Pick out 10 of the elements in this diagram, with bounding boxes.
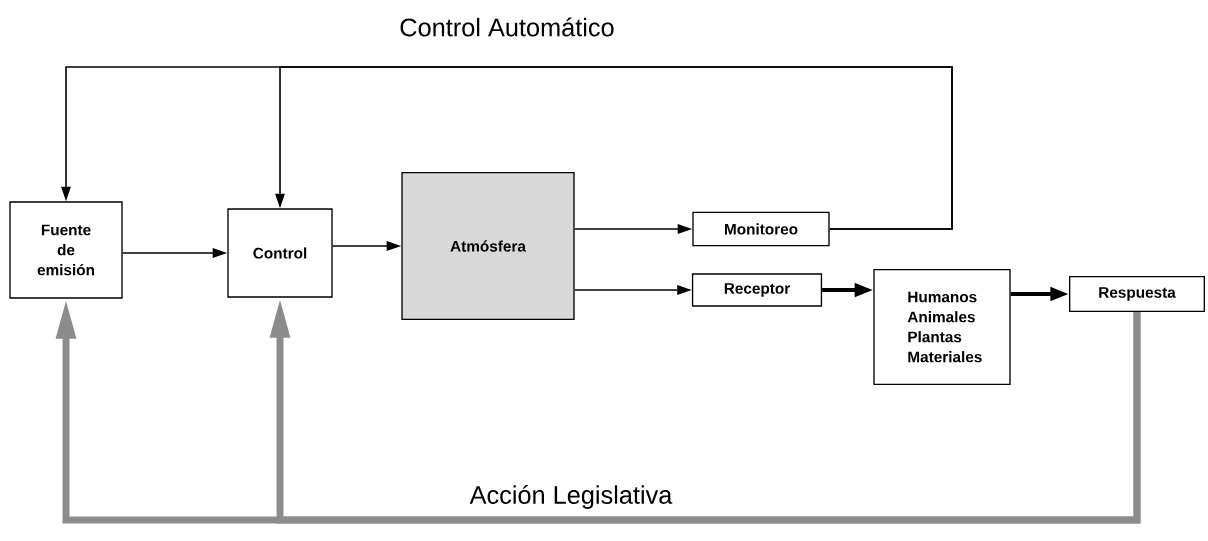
process-box: Humanos Animales Plantas Materiales	[873, 269, 1011, 385]
section-label: Acción Legislativa	[469, 485, 673, 509]
arrow	[275, 66, 953, 230]
process-box: Monitoreo	[692, 211, 830, 247]
process-box: Atmósfera	[401, 172, 575, 320]
process-box: Control	[227, 208, 333, 298]
process-box: Fuente de emisión	[9, 201, 123, 299]
process-box: Respuesta	[1069, 276, 1205, 312]
section-label: Control Automático	[400, 17, 614, 37]
process-box: Receptor	[691, 273, 823, 307]
